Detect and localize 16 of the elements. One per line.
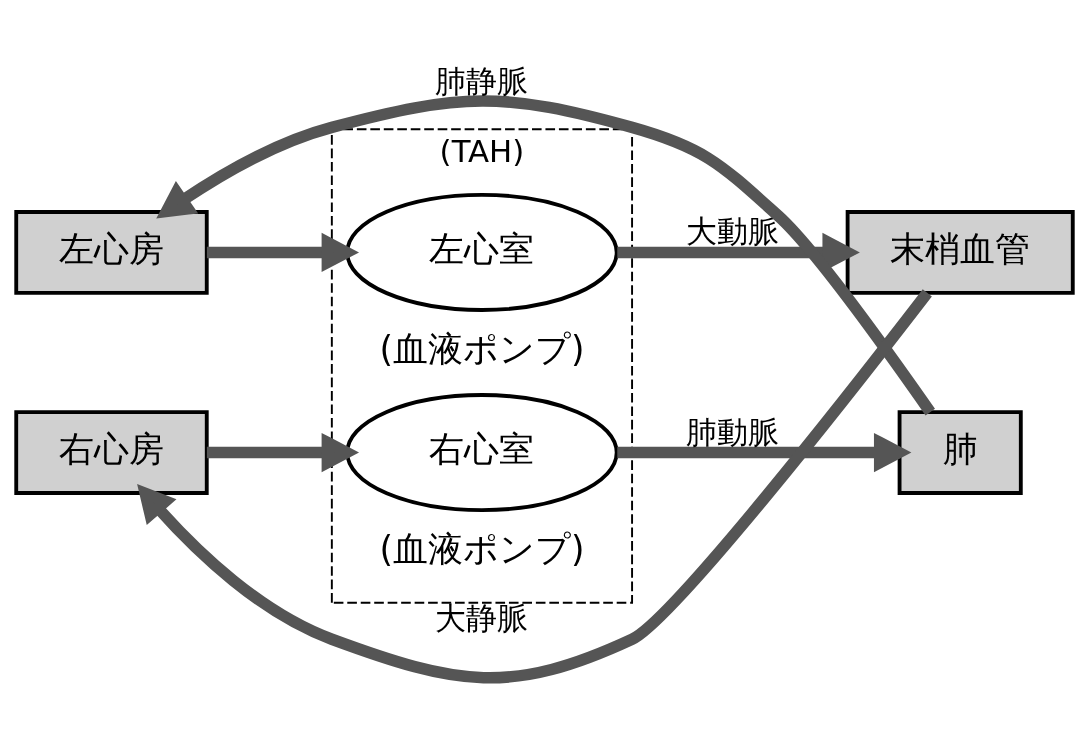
node-ellipse: 右心室	[345, 393, 619, 513]
arrow	[206, 232, 360, 273]
node-label: (血液ポンプ)	[379, 328, 585, 369]
edge-label: 大動脈	[685, 213, 779, 250]
node-box: 肺	[897, 410, 1023, 495]
arrow	[156, 95, 935, 416]
edge-label: 肺動脈	[685, 413, 779, 450]
node-label: (血液ポンプ)	[379, 529, 585, 570]
edge-label: 肺静脈	[435, 63, 529, 100]
node-box: 左心房	[14, 210, 209, 295]
node-ellipse: 左心室	[345, 192, 619, 312]
node-box: 末梢血管	[845, 210, 1075, 295]
node-box: 右心房	[14, 410, 209, 495]
arrow	[206, 432, 360, 473]
arrow	[137, 289, 932, 684]
arrow	[617, 432, 912, 473]
